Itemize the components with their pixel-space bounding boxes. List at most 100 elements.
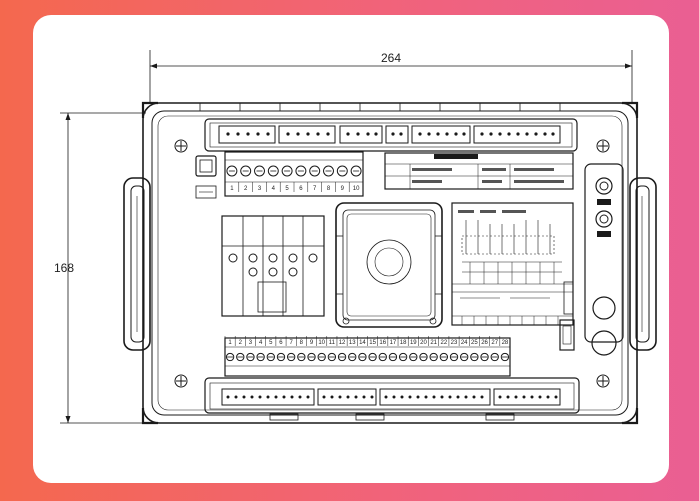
lower-terminal-label: 17 (390, 340, 397, 346)
housing-outer (142, 102, 638, 424)
lower-terminal-screw (418, 336, 428, 362)
lower-terminal-screw (346, 336, 357, 362)
bottom-connector-pin (362, 395, 366, 399)
bottom-connector-pin (242, 395, 246, 399)
bottom-connector-pin (392, 395, 396, 399)
lower-terminal-label: 23 (451, 340, 458, 346)
upper-terminal-label: 4 (272, 186, 276, 192)
lower-terminal-screw (306, 336, 316, 362)
upper-terminal-label: 1 (230, 186, 234, 192)
upper-terminal-label: 3 (258, 186, 262, 192)
upper-terminal-screw (224, 165, 238, 192)
bottom-connector-pin (370, 395, 374, 399)
screw-top-right (596, 139, 610, 153)
lower-terminal-screw (499, 336, 510, 362)
bottom-connector-pin (400, 395, 404, 399)
lower-terminal-label: 9 (310, 340, 314, 346)
lower-terminal-label: 16 (379, 340, 386, 346)
lower-terminal-screw (479, 336, 489, 362)
bottom-connector-pin (266, 395, 270, 399)
screw-bottom-right (596, 374, 610, 388)
lower-terminal-screw (367, 336, 377, 362)
bottom-connector-pin (330, 395, 334, 399)
lower-terminal-label: 25 (471, 340, 478, 346)
bottom-connector-pin (448, 395, 452, 399)
left-mounting-clip (123, 177, 151, 351)
lower-terminal-label: 13 (349, 340, 356, 346)
bottom-connector-pin (416, 395, 420, 399)
lower-terminal-screw (326, 336, 337, 362)
lower-terminal-label: 6 (279, 340, 283, 346)
upper-terminal-label: 7 (313, 186, 317, 192)
bottom-connector-pin (258, 395, 262, 399)
bottom-connector-blocks (221, 388, 561, 406)
bottom-connector-pin (546, 395, 550, 399)
upper-terminal-screw (279, 165, 293, 192)
lower-terminal-screw (458, 336, 469, 362)
screw-bottom-left (174, 374, 188, 388)
right-mounting-clip (629, 177, 657, 351)
lower-terminal-label: 3 (249, 340, 253, 346)
lower-terminal-screw (296, 336, 306, 362)
bottom-connector-pin (282, 395, 286, 399)
upper-terminal-label: 6 (299, 186, 303, 192)
lower-terminal-screw (428, 336, 438, 362)
bottom-connector-pin (274, 395, 278, 399)
lower-terminal-screw (397, 336, 408, 362)
lower-terminal-screw (285, 336, 296, 362)
upper-terminal-screw (321, 165, 334, 192)
lower-terminal-screw (377, 336, 387, 362)
bottom-connector-pin (432, 395, 436, 399)
bottom-connector-pin (464, 395, 468, 399)
bottom-connector-pin (440, 395, 444, 399)
upper-terminal-screw (266, 165, 279, 192)
upper-terminal-screw (252, 165, 265, 192)
lower-terminal-screw (255, 336, 265, 362)
bottom-connector-pin (506, 395, 510, 399)
bottom-connector-pin (298, 395, 302, 399)
lower-terminal-label: 22 (440, 340, 447, 346)
lower-terminal-screw (489, 336, 499, 362)
bottom-connector-pin (384, 395, 388, 399)
bottom-connector-pin (354, 395, 358, 399)
upper-terminal-screw (307, 165, 321, 192)
lower-terminal-label: 21 (430, 340, 437, 346)
lower-terminal-screw (245, 336, 255, 362)
lower-terminal-label: 19 (410, 340, 417, 346)
lower-terminal-screw (265, 336, 275, 362)
bottom-connector-pin (250, 395, 254, 399)
bottom-connector-pin (522, 395, 526, 399)
lower-terminal-screw (316, 336, 326, 362)
lower-terminal-label: 5 (269, 340, 273, 346)
lower-terminal-screw (387, 336, 398, 362)
upper-terminal-screw (293, 165, 307, 192)
lower-terminal-screw (336, 336, 347, 362)
lower-terminal-screw (469, 336, 479, 362)
lower-terminal-label: 15 (369, 340, 376, 346)
lower-terminal-screw (407, 336, 418, 362)
lower-terminal-screw (448, 336, 459, 362)
width-dimension (149, 50, 633, 104)
height-dimension (60, 112, 146, 424)
bottom-connector-pin (234, 395, 238, 399)
upper-terminal-label: 8 (327, 186, 331, 192)
lower-terminal-label: 11 (329, 340, 336, 346)
top-connector-blocks (218, 125, 561, 144)
bottom-connector-pin (530, 395, 534, 399)
top-connector-frame (204, 118, 578, 152)
sim-slot (559, 319, 575, 351)
bottom-connector-pin (346, 395, 350, 399)
lower-terminal-label: 26 (481, 340, 488, 346)
heat-sink (335, 202, 443, 328)
lower-terminal-screw (438, 336, 449, 362)
lower-terminal-label: 28 (502, 340, 509, 346)
bottom-connector-pin (322, 395, 326, 399)
lower-terminal-screw (357, 336, 367, 362)
lower-terminal-label: 4 (259, 340, 263, 346)
label-plate (384, 152, 574, 190)
upper-terminal-label: 9 (341, 186, 345, 192)
upper-terminal-screw (348, 165, 362, 192)
upper-terminal-label: 5 (285, 186, 289, 192)
lower-terminal-label: 14 (359, 340, 366, 346)
